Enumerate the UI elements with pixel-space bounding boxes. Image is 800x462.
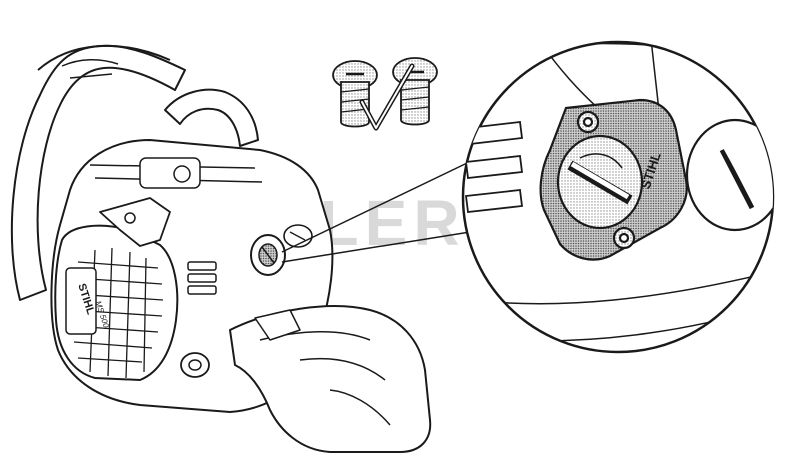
screw-icon xyxy=(332,60,378,128)
screw-pair-icon xyxy=(332,57,438,131)
adjustment-screw xyxy=(250,234,286,276)
detail-inset: STIHL xyxy=(461,40,775,354)
fuel-cap-detail xyxy=(685,118,773,232)
callout-lines xyxy=(281,151,491,263)
top-handle-bar xyxy=(164,88,259,147)
chain-brake-lever xyxy=(99,197,171,247)
rear-handle xyxy=(229,305,432,453)
adjustment-screw-detail xyxy=(539,98,688,261)
chainsaw-illustration: STIHL MS 500i xyxy=(10,44,432,453)
front-handle-bar xyxy=(10,44,186,301)
